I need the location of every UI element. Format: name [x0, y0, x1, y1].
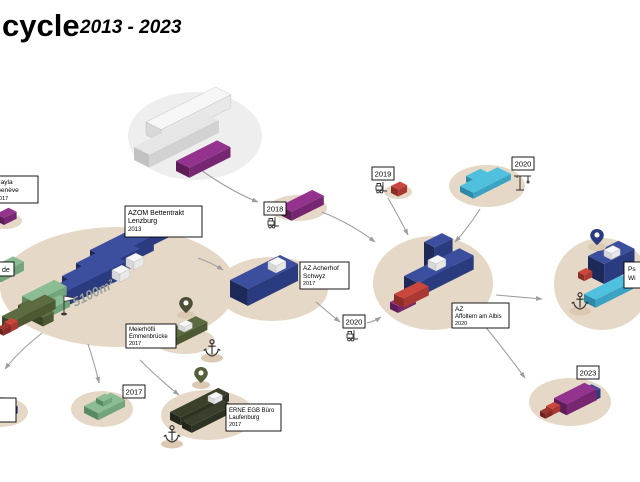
label-left-bottom-partial: [0, 397, 17, 423]
badge-2017-text: 2017: [126, 388, 143, 397]
label-right-edge-partial: Ps Wi: [623, 261, 640, 289]
flow-arrows: [4, 167, 543, 396]
pin-shadow: [177, 311, 195, 319]
badge-2019: 2019: [371, 166, 395, 181]
meierhoefli-name-line2: Emmenbrücke: [129, 334, 168, 340]
badge-2017-green: 2017: [122, 384, 146, 399]
arrow-azom-to-green: [87, 343, 101, 384]
building-concept-blocks: [134, 86, 232, 178]
badge-2023-text: 2023: [580, 369, 597, 378]
arrow-2018-to-affoltern: [321, 211, 376, 243]
arrow-concept-to-2018: [197, 167, 259, 203]
meierhoefli-pin-icon: [179, 297, 193, 314]
building-teal-2020-blocks: [460, 167, 511, 199]
label-azom: AZOM Bettentrakt Lenzburg 2013: [124, 205, 203, 238]
forklift-2018-icon: [267, 217, 279, 229]
erne-name-line1: ERNE EGB Büro: [229, 408, 275, 414]
arrow-azom-to-acherhof: [197, 257, 224, 271]
erne-year: 2017: [229, 422, 241, 428]
badge-2020-top: 2020: [511, 156, 535, 171]
arrow-acherhof-to-2020: [315, 301, 341, 323]
meierhoefli-anchor-icon: [203, 339, 221, 357]
right-edge-pin-icon: [590, 229, 604, 246]
forklift-2020-icon: [346, 330, 358, 342]
badge-2023: 2023: [576, 365, 600, 380]
pin-shadow: [588, 243, 606, 251]
arrow-affoltern-to-right: [495, 294, 543, 301]
badge-2020-top-text: 2020: [515, 160, 532, 169]
building-acherhof-blocks: [230, 255, 298, 306]
island-azom: [0, 227, 236, 347]
badge-2020-mid-text: 2020: [346, 318, 363, 327]
badge-2020-mid: 2020: [342, 314, 366, 329]
affoltern-name-line2: Affoltern am Albis: [455, 314, 502, 320]
arrow-2020-to-affoltern: [366, 316, 382, 324]
arrow-azom-to-left-edge: [4, 332, 43, 370]
right-edge-anchor-icon: [571, 292, 589, 310]
erne-name-line2: Laufenburg: [229, 415, 259, 421]
label-erne: ERNE EGB Büro Laufenburg 2017: [225, 403, 282, 432]
affoltern-year: 2020: [455, 321, 467, 327]
badge-2019-text: 2019: [375, 170, 392, 179]
label-left-edge-partial: de: [0, 261, 15, 277]
flag-icon: [61, 295, 78, 316]
meierhoefli-name-line1: Meierhöfli: [129, 327, 155, 333]
acherhof-year: 2017: [303, 281, 315, 287]
erne-anchor-icon: [163, 425, 181, 443]
anchor-shadow: [569, 306, 591, 316]
arrow-2019-to-affoltern: [387, 197, 409, 236]
acherhof-name-line2: Schwyz: [303, 273, 325, 280]
meierhoefli-year: 2017: [129, 341, 141, 347]
building-2019-red-block: [391, 181, 408, 197]
pin-shadow: [192, 381, 210, 389]
azom-year: 2013: [128, 227, 142, 233]
badge-2018-text: 2018: [267, 205, 284, 214]
label-acherhof: AZ Acherhof Schwyz 2017: [299, 261, 350, 290]
left-edge-text: de: [2, 267, 10, 274]
crane-icon: [514, 175, 531, 191]
label-cayla: Cayla Genève 2017: [0, 175, 39, 204]
right-edge-name-line2: Wi: [628, 275, 636, 282]
page-title: cycle: [2, 8, 80, 43]
acherhof-name-line1: AZ Acherhof: [303, 265, 339, 272]
cayla-year: 2017: [0, 196, 8, 202]
label-affoltern: AZ Affoltern am Albis 2020: [451, 302, 510, 329]
azom-name-line1: AZOM Bettentrakt: [128, 210, 184, 217]
building-right-edge-blocks: [578, 240, 635, 308]
right-edge-name-line1: Ps: [628, 266, 636, 273]
arrow-teal-to-affoltern: [454, 208, 481, 243]
building-cayla-block: [0, 207, 17, 225]
anchor-shadow: [161, 439, 183, 449]
cayla-name-line2: Genève: [0, 187, 19, 194]
badge-2018: 2018: [263, 201, 287, 216]
affoltern-name-line1: AZ: [455, 306, 463, 313]
erne-pin-icon: [194, 367, 208, 384]
cayla-name-line1: Cayla: [0, 179, 13, 186]
anchor-shadow: [201, 353, 223, 363]
label-meierhoefli: Meierhöfli Emmenbrücke 2017: [125, 323, 177, 349]
forklift-2019-icon: [375, 182, 387, 194]
building-2023-blocks: [540, 382, 601, 419]
arrow-affoltern-to-2023: [479, 319, 526, 379]
building-erne-blocks: [170, 387, 233, 433]
building-affoltern-blocks: [390, 233, 474, 313]
azom-name-line2: Lenzburg: [128, 218, 157, 225]
building-green-2017-blocks: [84, 392, 126, 421]
title-years: 2013 - 2023: [79, 17, 182, 38]
arrow-azom-to-erne: [139, 359, 180, 396]
